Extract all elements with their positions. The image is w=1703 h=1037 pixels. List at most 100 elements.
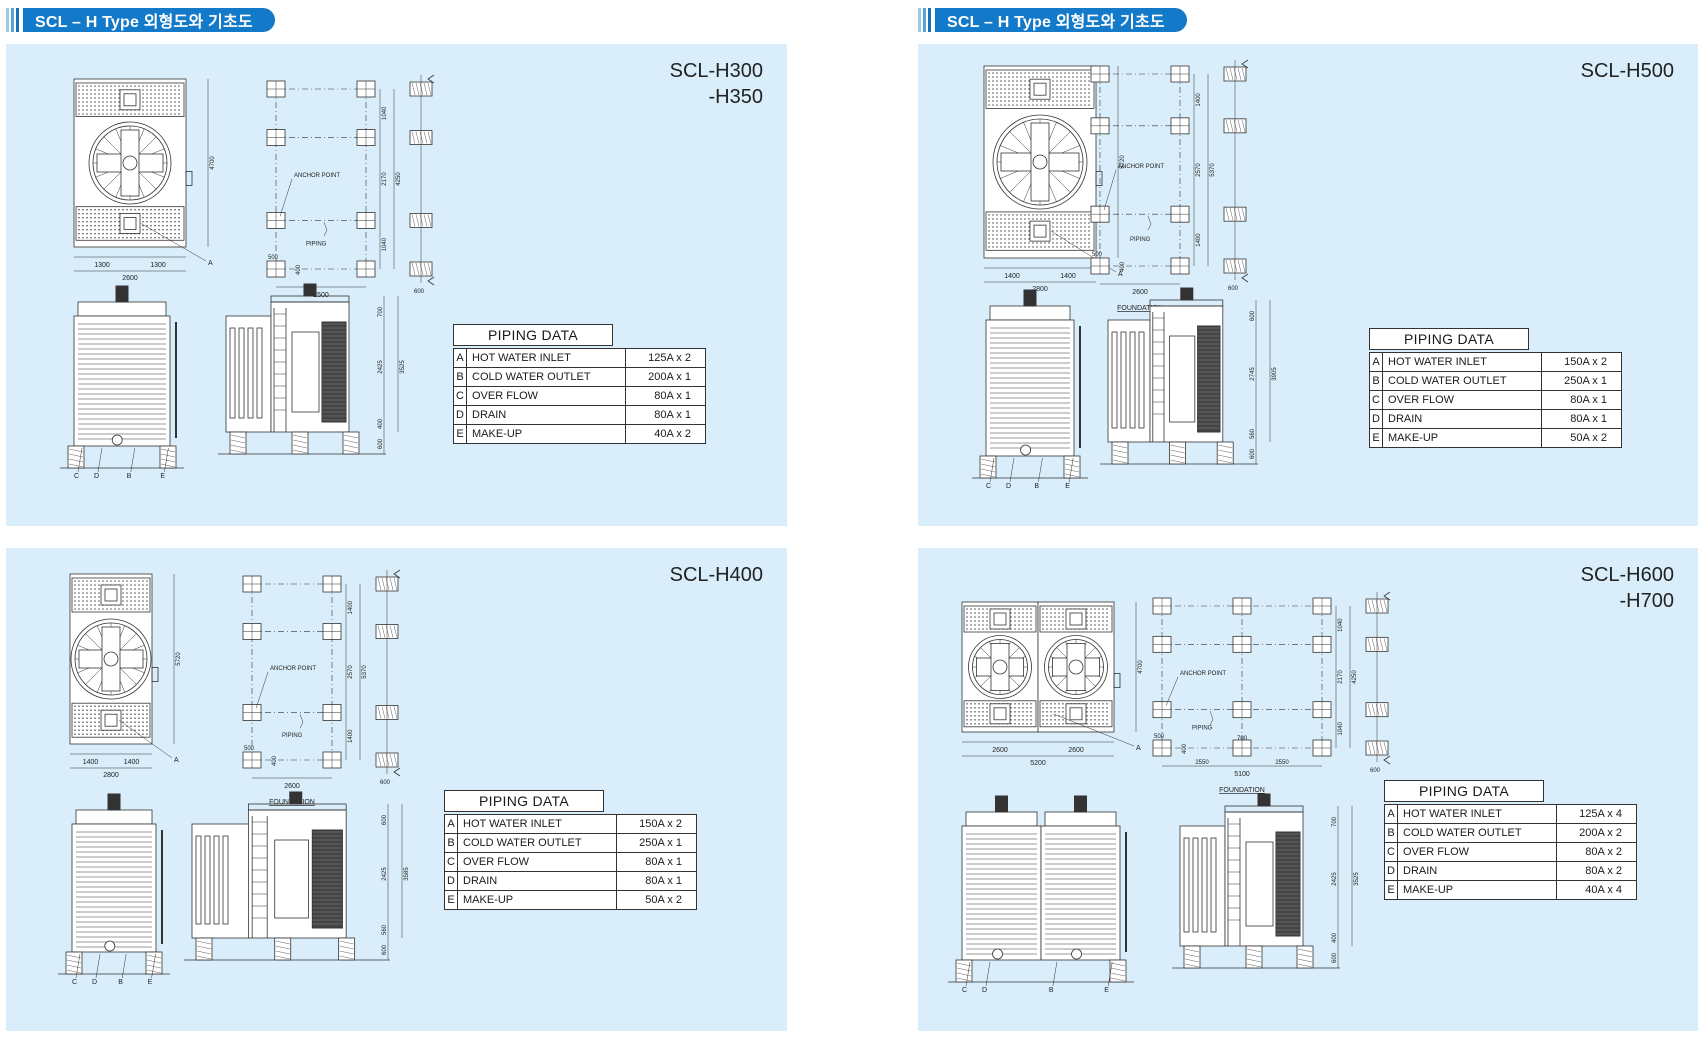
intake-dot	[1044, 72, 1046, 74]
intake-dot	[1000, 92, 1002, 94]
intake-dot	[1102, 707, 1104, 709]
intake-dot	[1012, 222, 1014, 224]
hatch	[1064, 458, 1080, 463]
intake-dot	[1084, 234, 1086, 236]
intake-dot	[1054, 616, 1056, 618]
dimension-label: ANCHOR POINT	[1118, 164, 1164, 170]
intake-dot	[146, 89, 148, 91]
intake-dot	[146, 208, 148, 211]
intake-dot	[1088, 104, 1090, 106]
intake-dot	[1004, 218, 1006, 220]
intake-dot	[118, 85, 120, 87]
intake-dot	[1020, 218, 1022, 220]
hatch	[1233, 259, 1238, 273]
intake-dot	[82, 717, 84, 719]
intake-dot	[142, 97, 144, 99]
intake-dot	[1022, 612, 1024, 614]
intake-dot	[1012, 84, 1014, 86]
intake-dot	[146, 105, 148, 107]
fan-spoke	[1009, 131, 1035, 157]
intake-dot	[1084, 246, 1086, 248]
intake-dot	[74, 721, 76, 723]
dimension-label: PIPING	[1192, 726, 1213, 732]
intake-dot	[110, 208, 112, 211]
intake-dot	[1024, 222, 1026, 224]
intake-dot	[1084, 80, 1086, 82]
intake-dot	[1068, 76, 1070, 78]
intake-dot	[1072, 84, 1074, 86]
intake-dot	[98, 580, 100, 582]
dimension-label: 600	[382, 814, 388, 825]
intake-dot	[1094, 707, 1096, 709]
pipe-name: OVER FLOW	[466, 386, 626, 406]
piping-data-title: PIPING DATA	[444, 790, 604, 812]
pipe-name: OVER FLOW	[1397, 842, 1557, 862]
intake-dot	[1014, 612, 1016, 614]
intake-dot	[1048, 242, 1050, 244]
dimension-label: 1400	[1196, 233, 1202, 247]
intake-dot	[1106, 608, 1108, 610]
intake-dot	[1068, 218, 1070, 220]
intake-dot	[122, 709, 124, 711]
intake-dot	[1086, 616, 1088, 618]
intake-dot	[986, 711, 988, 713]
hatch	[389, 706, 394, 719]
hatch	[1371, 638, 1376, 651]
intake-dot	[142, 725, 144, 727]
hatch	[275, 955, 290, 960]
leader-line	[141, 223, 207, 262]
intake-dot	[126, 600, 128, 602]
intake-dot	[170, 85, 172, 87]
intake-dot	[142, 729, 144, 731]
intake-dot	[118, 216, 120, 219]
intake-dot	[158, 220, 160, 223]
intake-dot	[158, 89, 160, 91]
intake-dot	[178, 113, 180, 115]
intake-dot	[966, 723, 968, 725]
intake-dot	[134, 596, 136, 598]
intake-dot	[1098, 719, 1100, 721]
intake-dot	[1068, 234, 1070, 236]
intake-dot	[102, 89, 104, 91]
intake-dot	[1076, 100, 1078, 102]
hatch	[66, 954, 82, 959]
intake-dot	[996, 230, 998, 232]
side-panel	[256, 327, 263, 419]
section-arrow	[427, 74, 435, 84]
intake-dot	[1028, 84, 1030, 86]
dimension-label: A	[1118, 271, 1123, 278]
intake-dot	[1086, 703, 1088, 705]
motor-icon	[107, 793, 121, 811]
intake-dot	[1062, 719, 1064, 721]
intake-dot	[98, 604, 100, 606]
intake-dot	[102, 208, 104, 211]
pipe-code: C	[444, 852, 458, 872]
intake-dot	[974, 715, 976, 717]
intake-dot	[1004, 230, 1006, 232]
hatch	[1225, 259, 1230, 273]
leader-line	[151, 953, 156, 979]
intake-dot	[1020, 88, 1022, 90]
intake-dot	[1008, 226, 1010, 228]
intake-dot	[82, 592, 84, 594]
intake-dot	[1064, 84, 1066, 86]
hatch	[419, 131, 424, 144]
intake-dot	[166, 101, 168, 103]
intake-dot	[1040, 218, 1042, 220]
intake-dot	[102, 580, 104, 582]
nozzle-box	[119, 89, 141, 111]
intake-dot	[978, 715, 980, 717]
intake-dot	[138, 580, 140, 582]
intake-dot	[114, 224, 116, 227]
intake-dot	[1042, 620, 1044, 622]
intake-dot	[996, 84, 998, 86]
intake-dot	[130, 729, 132, 731]
intake-dot	[126, 113, 128, 115]
intake-dot	[1014, 624, 1016, 626]
pipe-size: 80A x 1	[616, 852, 697, 872]
intake-dot	[74, 584, 76, 586]
intake-dot	[1072, 72, 1074, 74]
